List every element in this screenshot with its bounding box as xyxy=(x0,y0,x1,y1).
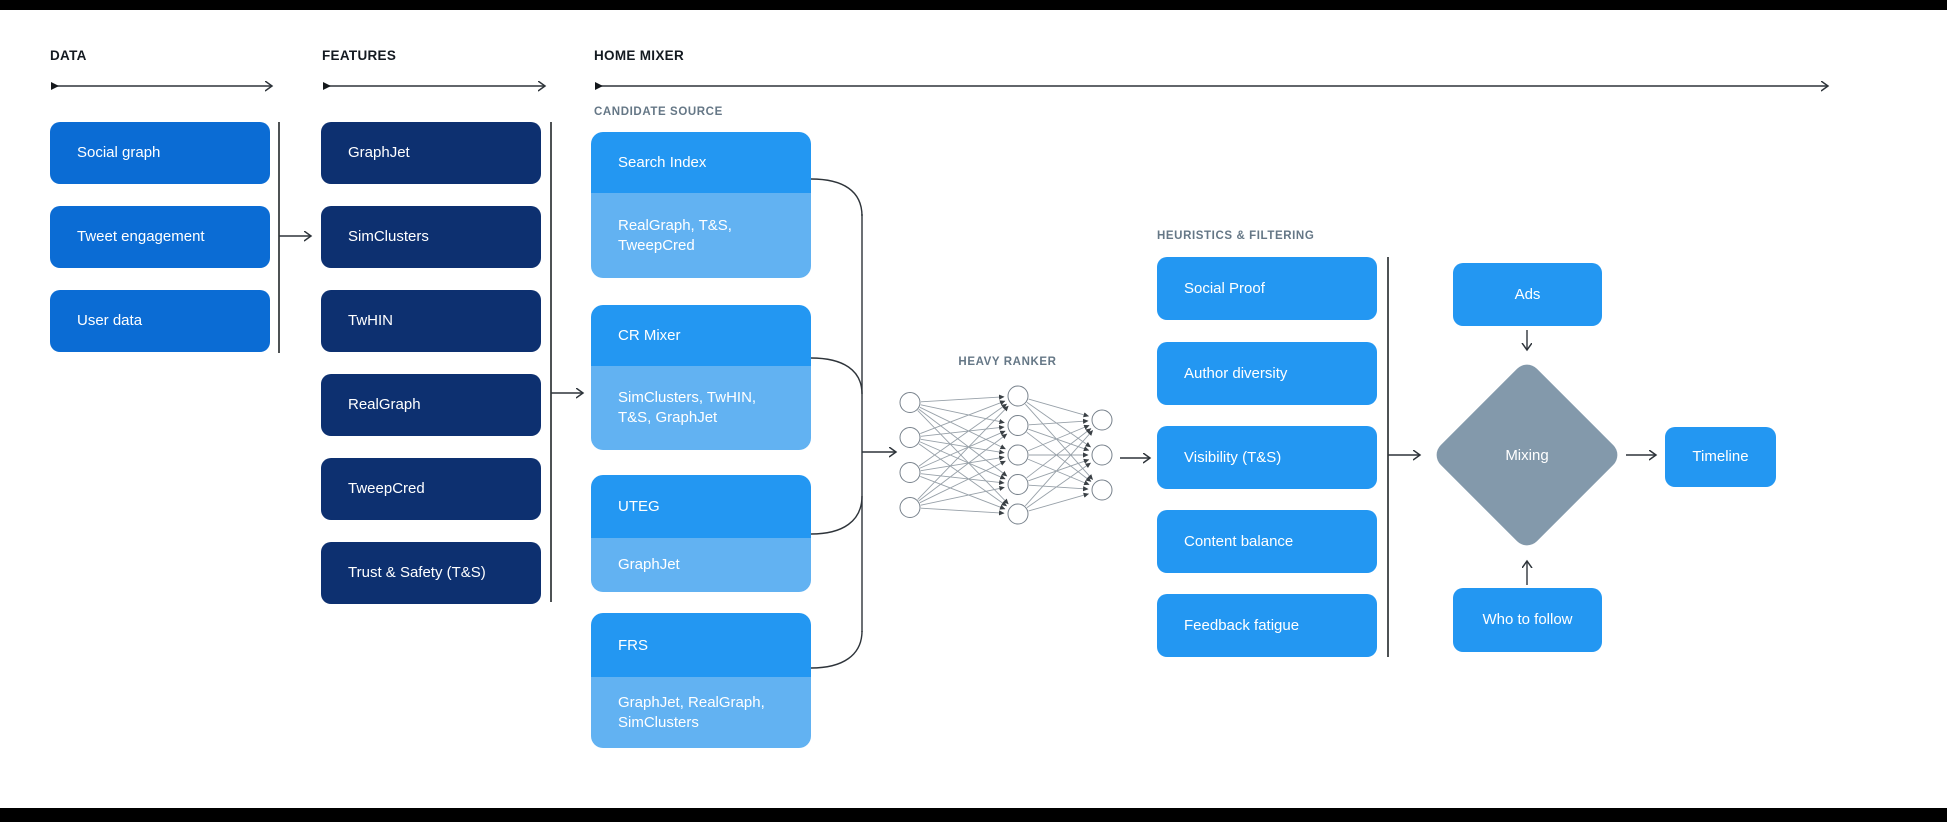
network-node xyxy=(899,462,921,483)
network-edge xyxy=(920,404,1005,425)
network-edge xyxy=(919,460,1006,504)
bottom-frame-bar xyxy=(0,808,1947,822)
network-node xyxy=(1007,503,1029,525)
feature-box-twhin: TwHIN xyxy=(321,290,541,352)
network-node xyxy=(899,427,921,448)
heuristic-box-feedback-fatigue: Feedback fatigue xyxy=(1157,594,1377,657)
candidate-name: CR Mixer xyxy=(591,305,811,366)
heuristics-label: HEURISTICS & FILTERING xyxy=(1157,230,1315,242)
network-edge xyxy=(919,406,1006,450)
network-edge xyxy=(1028,418,1089,426)
network-node xyxy=(899,392,921,413)
heuristic-box-content-balance: Content balance xyxy=(1157,510,1377,573)
feature-box-realgraph: RealGraph xyxy=(321,374,541,436)
heuristic-box-visibility: Visibility (T&S) xyxy=(1157,426,1377,489)
mixing-label: Mixing xyxy=(1505,446,1549,464)
feature-box-trust-safety: Trust & Safety (T&S) xyxy=(321,542,541,604)
network-edge xyxy=(1026,431,1092,482)
network-edge xyxy=(920,473,1005,485)
network-node xyxy=(1091,409,1113,431)
timeline-box: Timeline xyxy=(1665,427,1776,487)
heuristic-box-social-proof: Social Proof xyxy=(1157,257,1377,320)
network-edge xyxy=(1026,401,1091,448)
network-node xyxy=(899,497,921,518)
feature-box-graphjet: GraphJet xyxy=(321,122,541,184)
network-edge xyxy=(920,425,1005,437)
section-header-home-mixer: HOME MIXER xyxy=(594,48,685,63)
network-edge xyxy=(918,433,1008,502)
data-box-social-graph: Social graph xyxy=(50,122,270,184)
network-node xyxy=(1091,479,1113,501)
data-box-user-data: User data xyxy=(50,290,270,352)
section-header-data: DATA xyxy=(50,48,87,63)
candidate-features: RealGraph, T&S, TweepCred xyxy=(591,193,811,278)
top-frame-bar xyxy=(0,0,1947,10)
curve-search-index xyxy=(810,178,863,217)
data-box-tweet-engagement: Tweet engagement xyxy=(50,206,270,268)
network-node xyxy=(1007,385,1029,407)
heavy-ranker-label: HEAVY RANKER xyxy=(958,356,1057,368)
candidate-group-frs: FRS GraphJet, RealGraph, SimClusters xyxy=(591,613,811,748)
who-to-follow-box: Who to follow xyxy=(1453,588,1602,652)
network-node xyxy=(1007,474,1029,495)
candidate-group-cr-mixer: CR Mixer SimClusters, TwHIN, T&S, GraphJ… xyxy=(591,305,811,450)
candidate-features: GraphJet, RealGraph, SimClusters xyxy=(591,677,811,748)
candidate-source-label: CANDIDATE SOURCE xyxy=(594,106,723,118)
heuristic-box-author-diversity: Author diversity xyxy=(1157,342,1377,405)
network-node xyxy=(1007,415,1029,436)
network-edge xyxy=(1026,462,1091,509)
network-edge xyxy=(1028,458,1090,482)
curve-cr-mixer xyxy=(810,357,863,395)
network-edge xyxy=(920,394,1005,403)
network-edge xyxy=(1024,403,1094,480)
network-edge xyxy=(918,403,1007,467)
candidate-group-uteg: UTEG GraphJet xyxy=(591,475,811,592)
network-edge xyxy=(1024,430,1094,507)
network-edge xyxy=(1028,492,1090,512)
candidate-name: Search Index xyxy=(591,132,811,193)
heavy-ranker-network xyxy=(899,385,1113,525)
network-edge xyxy=(918,408,1008,477)
network-node xyxy=(1007,444,1029,466)
candidate-features: SimClusters, TwHIN, T&S, GraphJet xyxy=(591,366,811,450)
network-edge xyxy=(920,485,1005,506)
candidate-name: FRS xyxy=(591,613,811,677)
network-edge xyxy=(918,443,1007,507)
network-edge xyxy=(1026,428,1092,479)
network-edge xyxy=(920,438,1005,455)
curve-frs xyxy=(810,630,863,669)
ads-box: Ads xyxy=(1453,263,1602,326)
network-edge xyxy=(917,410,1009,505)
network-edge xyxy=(920,507,1005,516)
feature-box-simclusters: SimClusters xyxy=(321,206,541,268)
network-node xyxy=(1091,444,1113,466)
network-edge xyxy=(920,400,1006,434)
candidate-features: GraphJet xyxy=(591,538,811,592)
network-edge xyxy=(1027,424,1090,452)
network-edge xyxy=(1028,398,1090,418)
network-edge xyxy=(917,405,1009,500)
network-edge xyxy=(1027,458,1090,486)
section-header-features: FEATURES xyxy=(322,48,397,63)
network-edge xyxy=(919,441,1006,480)
feature-box-tweepcred: TweepCred xyxy=(321,458,541,520)
network-edge xyxy=(1028,484,1089,492)
network-edge xyxy=(919,430,1006,469)
candidate-name: UTEG xyxy=(591,475,811,538)
network-edge xyxy=(920,455,1005,472)
network-edge xyxy=(1028,428,1090,452)
curve-uteg xyxy=(810,495,863,535)
candidate-group-search-index: Search Index RealGraph, T&S, TweepCred xyxy=(591,132,811,278)
